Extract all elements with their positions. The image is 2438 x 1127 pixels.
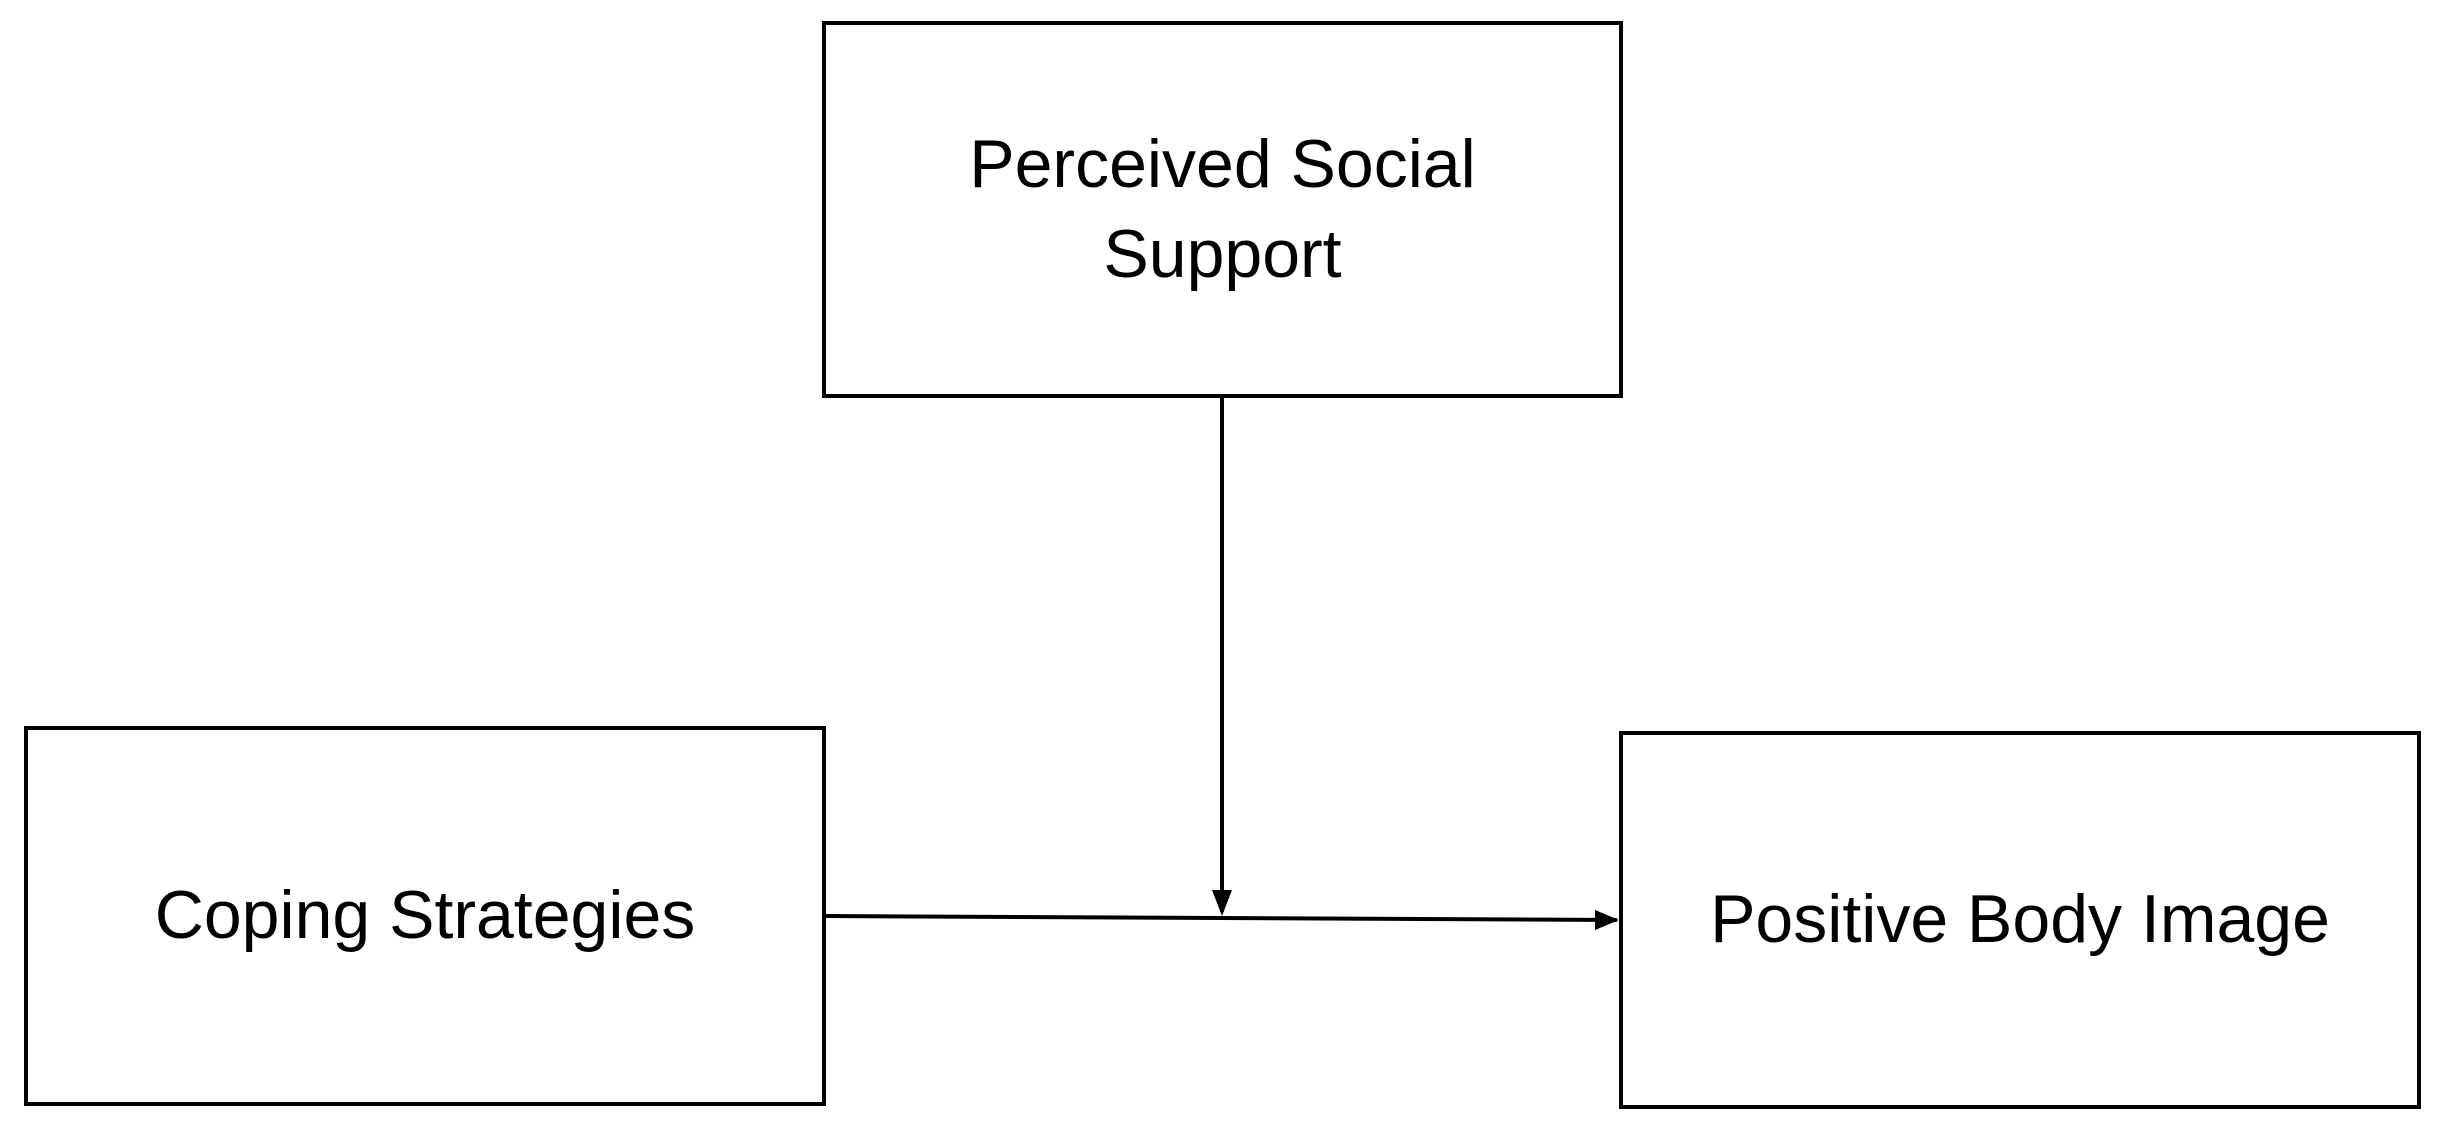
moderation-arrowhead (1212, 890, 1232, 916)
node-label-line: Coping Strategies (154, 877, 696, 954)
node-label-line: Support (1103, 215, 1342, 292)
coping-strategies-node: Coping Strategies (24, 726, 826, 1106)
node-label-line: Positive Body Image (1710, 881, 2330, 958)
perceived-social-support-node: Perceived Social Support (822, 21, 1623, 398)
node-label-line: Perceived Social (969, 125, 1476, 202)
direct-path-arrow (825, 914, 1618, 922)
direct-path-arrowhead (1595, 910, 1619, 930)
positive-body-image-node: Positive Body Image (1619, 731, 2421, 1109)
